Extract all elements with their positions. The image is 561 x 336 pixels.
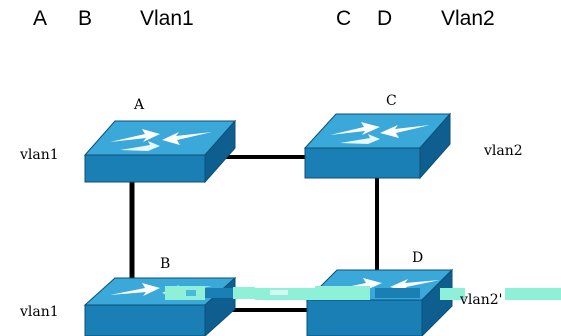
switch-b-label: B — [160, 256, 171, 272]
render-artifact — [165, 286, 561, 300]
switch-a-icon — [83, 119, 237, 184]
switch-b-icon — [83, 276, 237, 336]
switch-c-icon — [303, 112, 452, 180]
header-label-b: B — [78, 7, 93, 30]
switch-a-label: A — [134, 97, 145, 113]
switch-a-vlan-label: vlan1 — [20, 147, 59, 163]
switch-d-label: D — [412, 250, 424, 266]
header-label-c: C — [336, 7, 352, 30]
switch-d-icon — [305, 268, 454, 336]
header-label-vlan2: Vlan2 — [441, 7, 495, 30]
header-label-d: D — [377, 7, 393, 30]
switch-b-vlan-label: vlan1 — [20, 304, 59, 320]
header-label-vlan1: Vlan1 — [140, 7, 194, 30]
header-label-a: A — [33, 7, 48, 30]
switch-c-vlan-label: vlan2 — [484, 143, 523, 159]
switch-c-label: C — [386, 93, 397, 109]
switch-d-vlan-label: vlan2' — [460, 292, 503, 308]
